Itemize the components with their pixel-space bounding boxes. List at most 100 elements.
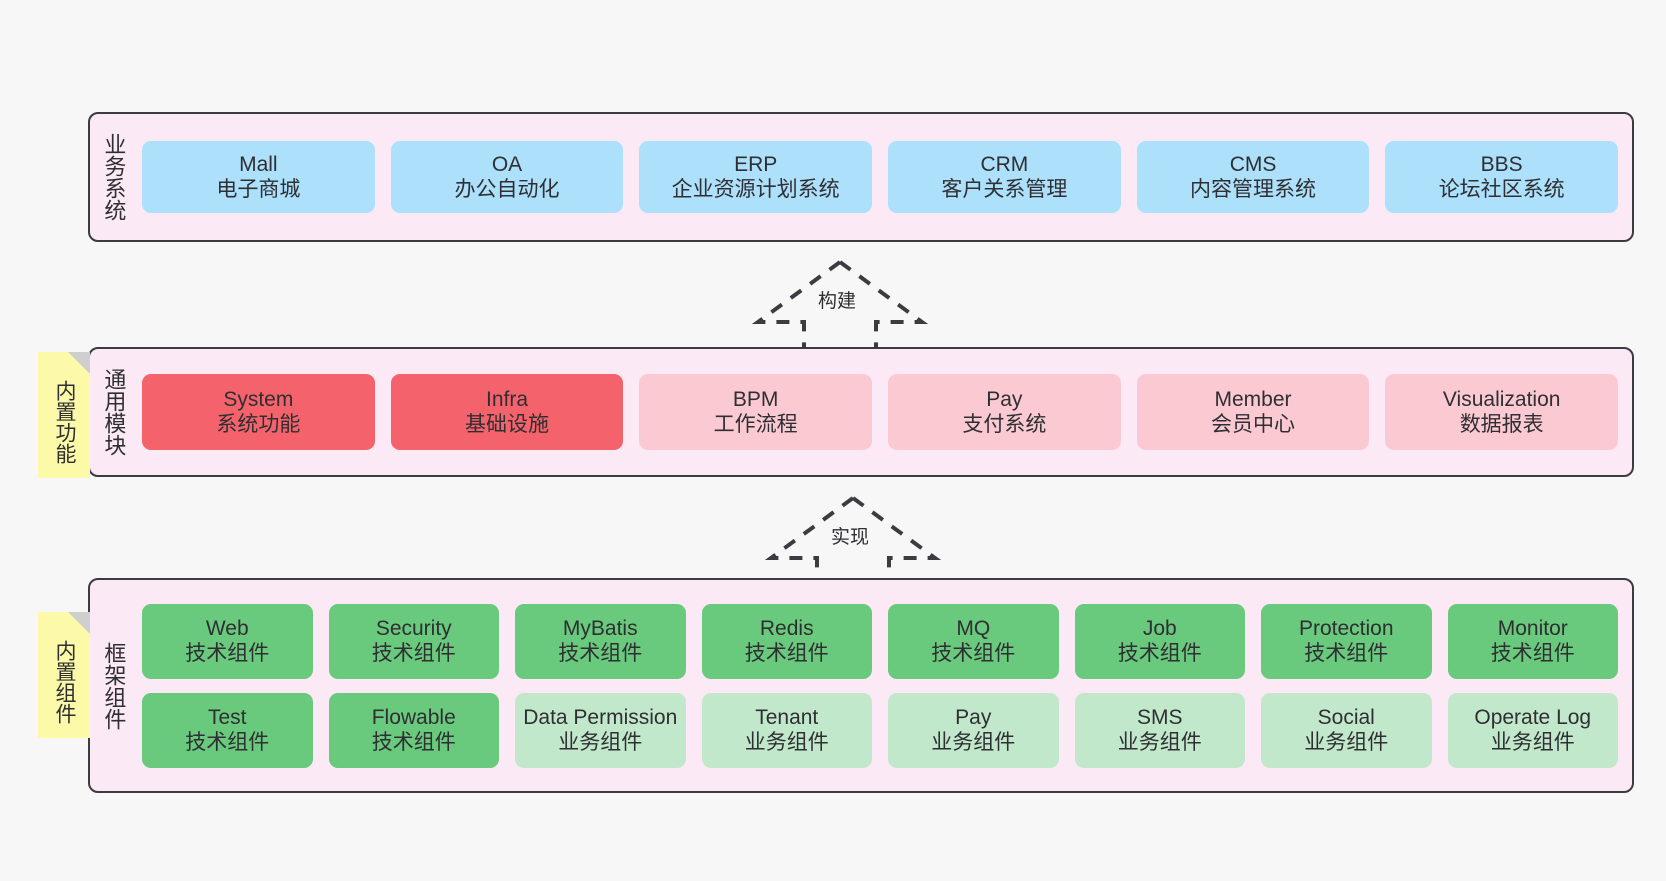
node-operate-log[interactable]: Operate Log 业务组件 — [1447, 692, 1618, 768]
node-infra[interactable]: Infra 基础设施 — [390, 374, 624, 450]
layer-business-system: 业务系统 Mall 电子商城 OA 办公自动化 ERP 企业资源计划系统 CRM… — [88, 112, 1634, 242]
node-pay-business[interactable]: Pay 业务组件 — [888, 692, 1059, 768]
node-label-cn: 技术组件 — [185, 731, 270, 754]
note-builtin-function: 内置功能 — [38, 352, 90, 478]
connector-build-label: 构建 — [818, 291, 857, 312]
node-bbs[interactable]: BBS 论坛社区系统 — [1385, 141, 1619, 213]
node-label-en: Monitor — [1497, 616, 1568, 640]
node-row: System 系统功能 Infra 基础设施 BPM 工作流程 Pay 支付系统… — [142, 374, 1619, 450]
node-label-cn: 业务组件 — [1304, 731, 1389, 754]
node-label-en: Operate Log — [1474, 705, 1592, 729]
connector-implement-arrow — [764, 496, 942, 586]
node-label-en: Protection — [1298, 616, 1394, 640]
node-mq[interactable]: MQ 技术组件 — [888, 603, 1059, 679]
node-label-cn: 业务组件 — [931, 731, 1016, 754]
node-flowable[interactable]: Flowable 技术组件 — [328, 692, 499, 768]
node-bpm[interactable]: BPM 工作流程 — [639, 374, 873, 450]
node-social[interactable]: Social 业务组件 — [1261, 692, 1432, 768]
node-system[interactable]: System 系统功能 — [142, 374, 375, 450]
node-data-permission[interactable]: Data Permission 业务组件 — [515, 692, 686, 768]
node-label-en: Pay — [955, 705, 992, 729]
node-label-cn: 技术组件 — [1490, 642, 1575, 665]
node-row: Web 技术组件 Security 技术组件 MyBatis 技术组件 Redi… — [142, 603, 1618, 679]
node-label-en: Visualization — [1442, 387, 1561, 411]
node-label-en: SMS — [1136, 705, 1183, 729]
node-row: Test 技术组件 Flowable 技术组件 Data Permission … — [142, 692, 1618, 768]
node-label-cn: 业务组件 — [558, 731, 643, 754]
node-crm[interactable]: CRM 客户关系管理 — [888, 141, 1121, 213]
node-label-cn: 工作流程 — [713, 413, 798, 436]
node-label-en: Member — [1214, 387, 1292, 411]
node-label-cn: 业务组件 — [1117, 731, 1202, 754]
connector-implement-label: 实现 — [831, 527, 870, 548]
layer-general-module-title: 通用模块 — [101, 368, 127, 456]
node-label-en: Pay — [986, 387, 1023, 411]
node-visualization[interactable]: Visualization 数据报表 — [1385, 374, 1619, 450]
node-job[interactable]: Job 技术组件 — [1074, 603, 1245, 679]
node-mall[interactable]: Mall 电子商城 — [142, 141, 375, 213]
node-label-en: CRM — [980, 152, 1029, 176]
node-label-en: Flowable — [371, 705, 456, 729]
node-label-cn: 客户关系管理 — [941, 178, 1068, 201]
node-redis[interactable]: Redis 技术组件 — [701, 603, 872, 679]
node-label-en: Job — [1142, 616, 1177, 640]
node-protection[interactable]: Protection 技术组件 — [1261, 603, 1432, 679]
node-label-en: CMS — [1229, 152, 1277, 176]
layer-general-module-body: System 系统功能 Infra 基础设施 BPM 工作流程 Pay 支付系统… — [136, 349, 1632, 475]
node-label-en: Tenant — [755, 705, 819, 729]
node-pay[interactable]: Pay 支付系统 — [888, 374, 1121, 450]
node-label-en: ERP — [734, 152, 778, 176]
node-label-cn: 企业资源计划系统 — [671, 178, 840, 201]
node-label-en: System — [223, 387, 294, 411]
node-label-cn: 技术组件 — [1117, 642, 1202, 665]
node-tenant[interactable]: Tenant 业务组件 — [701, 692, 872, 768]
node-label-cn: 技术组件 — [1304, 642, 1389, 665]
node-label-cn: 业务组件 — [744, 731, 829, 754]
node-cms[interactable]: CMS 内容管理系统 — [1136, 141, 1370, 213]
node-label-cn: 技术组件 — [931, 642, 1016, 665]
node-label-en: MQ — [956, 616, 991, 640]
node-label-cn: 数据报表 — [1459, 413, 1544, 436]
node-label-cn: 基础设施 — [465, 413, 549, 436]
node-label-cn: 内容管理系统 — [1190, 178, 1317, 201]
layer-business-system-body: Mall 电子商城 OA 办公自动化 ERP 企业资源计划系统 CRM 客户关系… — [136, 114, 1632, 240]
node-erp[interactable]: ERP 企业资源计划系统 — [639, 141, 873, 213]
node-member[interactable]: Member 会员中心 — [1136, 374, 1370, 450]
node-label-cn: 支付系统 — [962, 413, 1047, 436]
node-sms[interactable]: SMS 业务组件 — [1074, 692, 1245, 768]
node-label-cn: 技术组件 — [371, 731, 456, 754]
node-label-en: Social — [1317, 705, 1375, 729]
node-label-cn: 办公自动化 — [454, 178, 560, 201]
node-label-cn: 系统功能 — [216, 413, 301, 436]
node-label-cn: 技术组件 — [371, 642, 456, 665]
node-monitor[interactable]: Monitor 技术组件 — [1447, 603, 1618, 679]
layer-business-system-title: 业务系统 — [101, 133, 127, 221]
connector-build-arrow — [751, 260, 929, 350]
node-label-en: Infra — [485, 387, 529, 411]
node-label-cn: 技术组件 — [744, 642, 829, 665]
layer-framework-component-body: Web 技术组件 Security 技术组件 MyBatis 技术组件 Redi… — [136, 580, 1632, 791]
node-security[interactable]: Security 技术组件 — [328, 603, 499, 679]
node-label-cn: 业务组件 — [1490, 731, 1575, 754]
node-label-cn: 技术组件 — [558, 642, 643, 665]
node-label-cn: 技术组件 — [185, 642, 270, 665]
node-label-en: Data Permission — [523, 705, 678, 729]
layer-framework-component-title: 框架组件 — [101, 641, 127, 730]
node-web[interactable]: Web 技术组件 — [142, 603, 313, 679]
node-row: Mall 电子商城 OA 办公自动化 ERP 企业资源计划系统 CRM 客户关系… — [142, 141, 1619, 213]
node-label-en: BBS — [1480, 152, 1523, 176]
node-label-en: Web — [205, 616, 249, 640]
node-label-en: Mall — [239, 152, 278, 176]
node-label-en: Test — [207, 705, 247, 729]
node-test[interactable]: Test 技术组件 — [142, 692, 313, 768]
node-oa[interactable]: OA 办公自动化 — [390, 141, 624, 213]
node-label-cn: 电子商城 — [216, 178, 301, 201]
node-mybatis[interactable]: MyBatis 技术组件 — [515, 603, 686, 679]
node-label-cn: 论坛社区系统 — [1438, 178, 1565, 201]
layer-framework-component: 框架组件 Web 技术组件 Security 技术组件 MyBatis 技术组件… — [88, 578, 1634, 793]
node-label-en: MyBatis — [562, 616, 638, 640]
node-label-en: OA — [491, 152, 523, 176]
node-label-en: BPM — [732, 387, 779, 411]
layer-general-module: 通用模块 System 系统功能 Infra 基础设施 BPM 工作流程 Pay… — [88, 347, 1634, 477]
